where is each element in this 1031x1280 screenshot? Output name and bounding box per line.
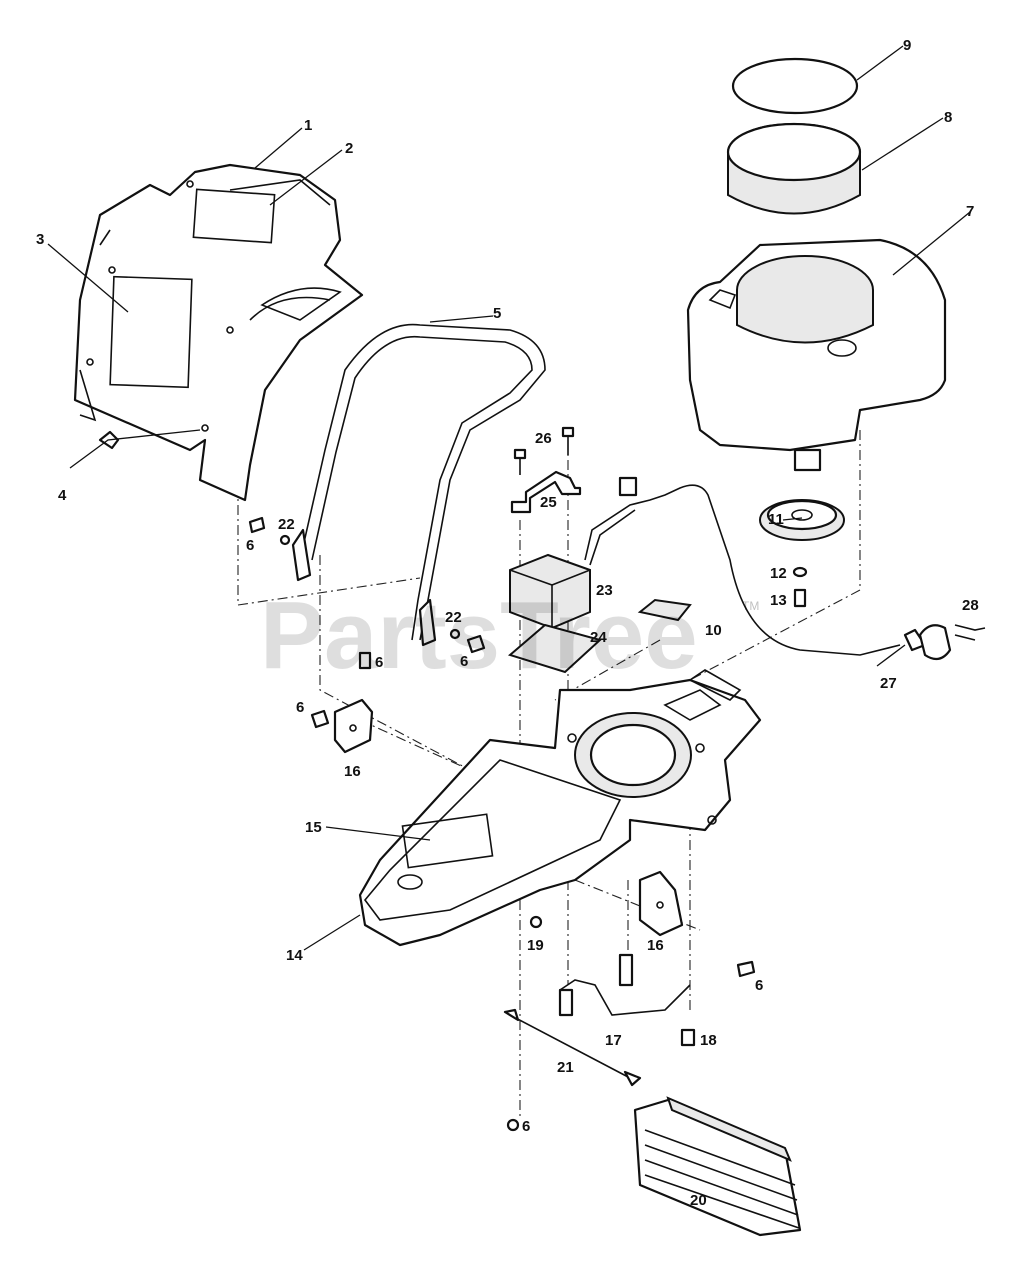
leader-lines: [47, 45, 971, 951]
callout-15[interactable]: 15: [305, 819, 322, 836]
callout-6c[interactable]: 6: [375, 654, 383, 671]
bolt-part-26b: [561, 426, 575, 455]
callout-10[interactable]: 10: [705, 622, 722, 639]
callout-22a[interactable]: 22: [278, 516, 295, 533]
callout-6b[interactable]: 6: [460, 653, 468, 670]
bracket-part-16b: [638, 870, 684, 937]
callout-12[interactable]: 12: [770, 565, 787, 582]
callout-8[interactable]: 8: [944, 109, 952, 126]
label-part-10: [637, 598, 692, 622]
bolt-part-26a: [513, 448, 527, 475]
callout-11[interactable]: 11: [768, 511, 784, 528]
callout-7[interactable]: 7: [966, 203, 974, 220]
watermark-text: PartsTree: [260, 582, 698, 689]
callout-21[interactable]: 21: [557, 1059, 574, 1076]
callout-4[interactable]: 4: [58, 487, 67, 504]
callout-23[interactable]: 23: [596, 582, 613, 599]
callout-1[interactable]: 1: [304, 117, 312, 134]
bolt-part-6-group: [248, 516, 756, 1132]
watermark-trademark: TM: [742, 599, 759, 613]
callout-6e[interactable]: 6: [755, 977, 763, 994]
filter-part-8: [726, 122, 862, 215]
watermark: PartsTree TM: [260, 582, 759, 689]
key-switch-part-28: [918, 624, 986, 661]
callout-6a[interactable]: 6: [246, 537, 254, 554]
bolt-part-13: [793, 588, 807, 608]
bolt-part-18: [558, 953, 696, 1047]
flap-part-20: [633, 1096, 802, 1237]
callout-9[interactable]: 9: [903, 37, 911, 54]
nut-part-22b: [449, 628, 461, 640]
washer-part-12: [792, 566, 808, 578]
callout-2[interactable]: 2: [345, 140, 353, 157]
callout-17[interactable]: 17: [605, 1032, 622, 1049]
callout-22b[interactable]: 22: [445, 609, 462, 626]
callout-5[interactable]: 5: [493, 305, 501, 322]
cover-part-1: [73, 163, 364, 502]
callout-labels: 1 2 3 4 5 6 6 6 6 6 6 7 8 9 10 11 12 13 …: [36, 37, 979, 1209]
cable-part-21: [503, 1008, 642, 1087]
handle-part-5: [291, 323, 546, 647]
pulley-part-11: [759, 499, 845, 541]
callout-26[interactable]: 26: [535, 430, 552, 447]
callout-19[interactable]: 19: [527, 937, 544, 954]
callout-6d[interactable]: 6: [296, 699, 304, 716]
callout-3[interactable]: 3: [36, 231, 44, 248]
callout-14[interactable]: 14: [286, 947, 303, 964]
callout-20[interactable]: 20: [690, 1192, 707, 1209]
bracket-part-25: [510, 470, 582, 514]
callout-16b[interactable]: 16: [647, 937, 664, 954]
callout-24[interactable]: 24: [590, 629, 607, 646]
nut-part-19: [529, 915, 543, 929]
callout-13[interactable]: 13: [770, 592, 787, 609]
callout-28[interactable]: 28: [962, 597, 979, 614]
engine-part-7: [686, 238, 947, 472]
callout-18[interactable]: 18: [700, 1032, 717, 1049]
disk-part-9: [731, 57, 859, 115]
rod-part-17: [559, 979, 691, 1016]
callout-16a[interactable]: 16: [344, 763, 361, 780]
pad-part-24: [507, 623, 603, 674]
bracket-part-16a: [333, 698, 374, 754]
callout-25[interactable]: 25: [540, 494, 557, 511]
callout-27[interactable]: 27: [880, 675, 897, 692]
nut-part-22a: [279, 534, 291, 546]
callout-6f[interactable]: 6: [522, 1118, 530, 1135]
module-part-23: [509, 553, 591, 630]
deck-part-14: [358, 669, 762, 947]
